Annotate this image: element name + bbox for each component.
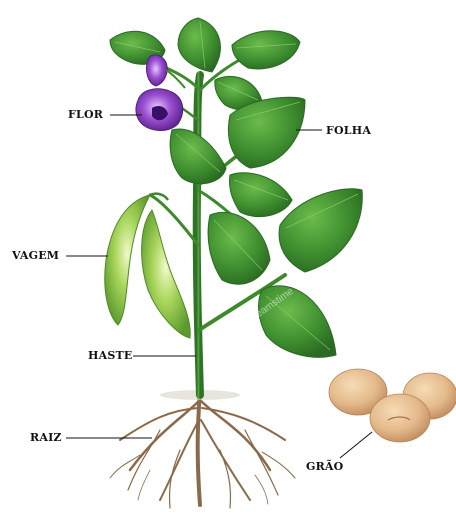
label-seed: GRÃO — [306, 460, 343, 473]
label-root: RAIZ — [30, 431, 62, 444]
seed-front — [370, 394, 430, 442]
pods — [105, 194, 191, 338]
leaf-top-center — [178, 18, 220, 72]
flower-bud — [146, 55, 167, 86]
label-stem: HASTE — [88, 349, 132, 362]
roots — [110, 390, 295, 508]
label-flower: FLOR — [68, 108, 103, 121]
label-leaf: FOLHA — [326, 124, 371, 137]
seed-leader — [340, 432, 372, 458]
label-pod: VAGEM — [12, 249, 59, 262]
leaf-middle-left — [170, 129, 226, 184]
seeds — [329, 369, 456, 442]
pod-right — [142, 210, 191, 338]
leaf-middle-right-small — [229, 173, 292, 217]
flower — [136, 55, 185, 131]
leaf-lower-right — [259, 286, 336, 358]
